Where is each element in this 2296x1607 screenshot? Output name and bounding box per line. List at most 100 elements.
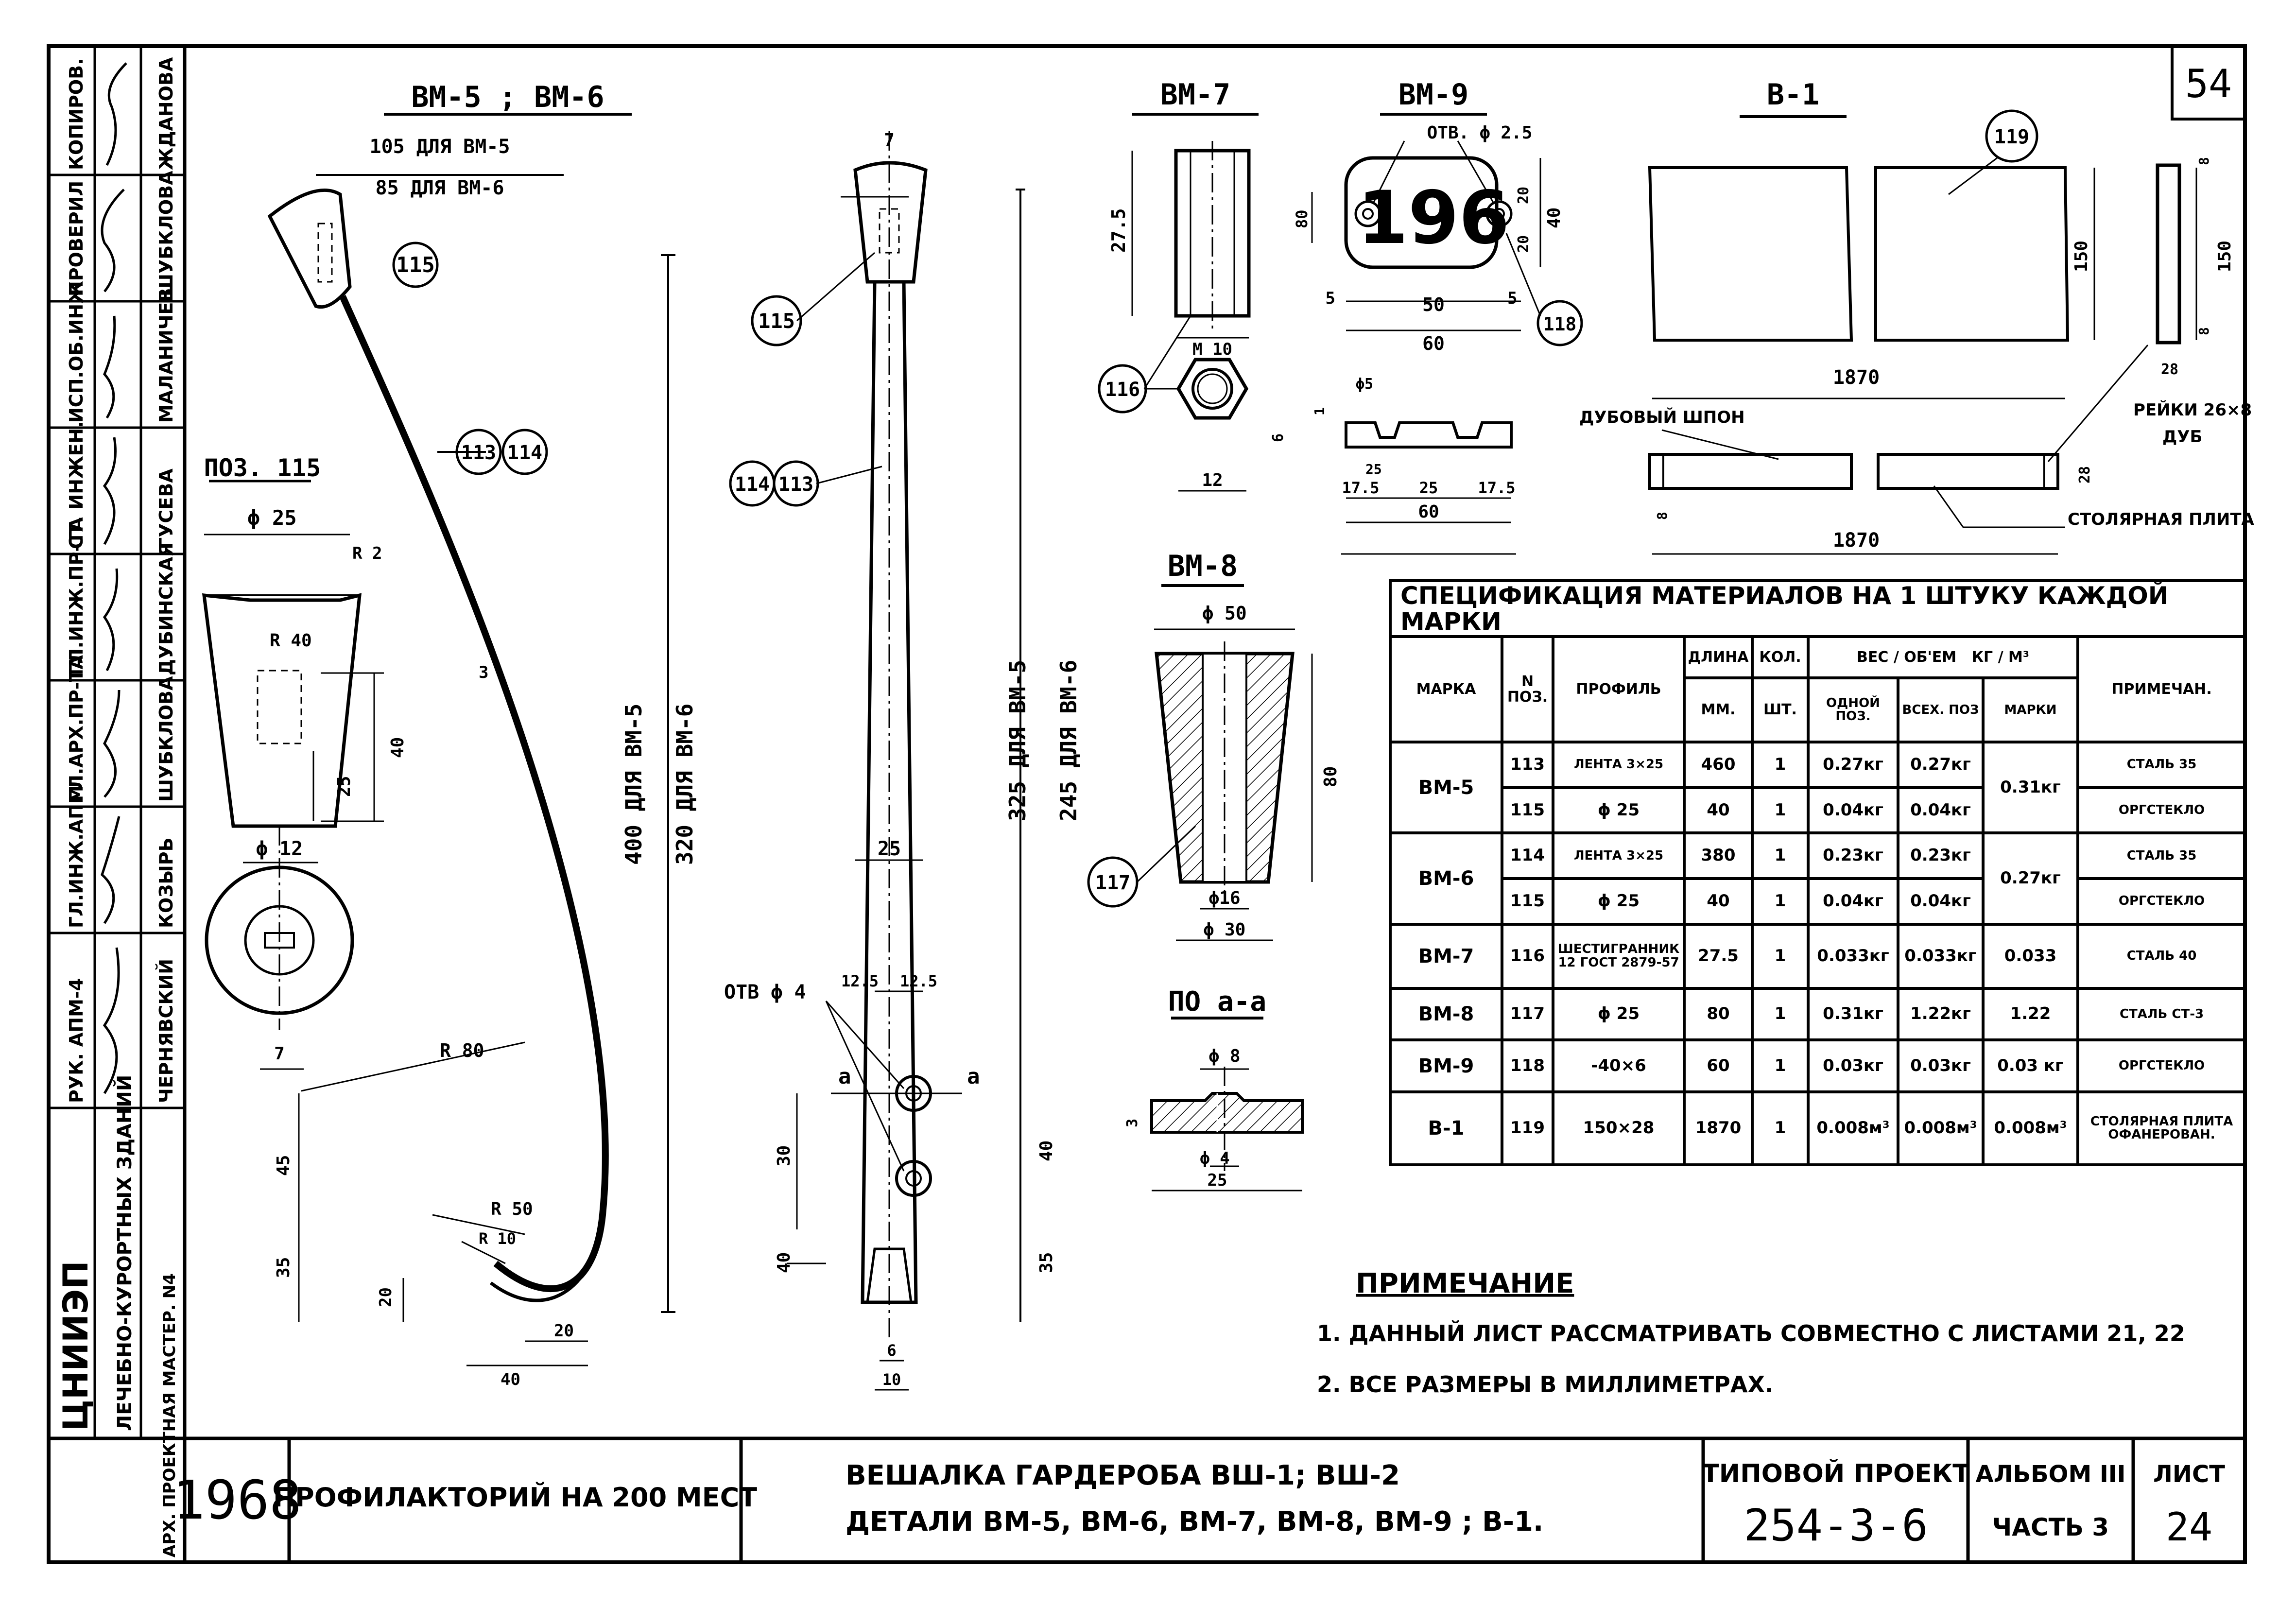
vm9-title: ВМ-9 xyxy=(1398,78,1469,112)
spec-pos: 118 xyxy=(1501,1038,1554,1093)
drawing-title-1: ВЕШАЛКА ГАРДЕРОБА ВШ-1; ВШ-2 xyxy=(846,1460,1400,1491)
front-dim-6: 6 xyxy=(887,1341,896,1360)
b1-oak-veneer: ДУБОВЫЙ ШПОН xyxy=(1579,407,1745,427)
spec-pos: 113 xyxy=(1501,741,1554,789)
vm56-dim-phi25: ϕ 25 xyxy=(247,506,296,530)
spec-note: ОРГСТЕКЛО xyxy=(2076,1038,2247,1093)
b1-dim-28b: 28 xyxy=(2076,466,2093,484)
vm9-labels: ВМ-9 ОТВ. ϕ 2.5 196 20 40 20 80 5 50 5 6… xyxy=(1270,78,1576,522)
front-hole-label: ОТВ ϕ 4 xyxy=(724,981,806,1003)
sig-role-4: СТ. ИНЖЕН. xyxy=(66,421,87,549)
spec-all: 0.04кг xyxy=(1897,786,1985,835)
vm7-dim-275: 27.5 xyxy=(1108,208,1129,253)
spec-one: 0.04кг xyxy=(1807,877,1899,926)
b1-labels: В-1 119 150 1870 150 8 8 28 ДУБОВЫЙ ШПОН… xyxy=(1579,78,2255,552)
sig-role-6: ГЛ.АРХ.ПР-ТА xyxy=(66,655,87,802)
spec-one: 0.27кг xyxy=(1807,741,1899,789)
spec-all: 0.033кг xyxy=(1897,922,1985,990)
vm9-number: 196 xyxy=(1357,176,1509,260)
sig-name-2: ШУБКЛОВА xyxy=(155,171,177,296)
sig-role-8: РУК. АПМ-4 xyxy=(66,978,87,1103)
vm9-dim-5b: 5 xyxy=(1507,289,1517,308)
vm56-dim-r10: R 10 xyxy=(479,1229,516,1248)
aa-dim-3: 3 xyxy=(1124,1119,1141,1127)
vm56-dim-20b: 20 xyxy=(554,1321,574,1341)
spec-note: ОРГСТЕКЛО xyxy=(2076,877,2247,926)
table-row: ВМ-9 118 -40×6 60 1 0.03кг 0.03кг 0.03 к… xyxy=(1389,1038,2247,1093)
spec-title: СПЕЦИФИКАЦИЯ МАТЕРИАЛОВ НА 1 ШТУКУ КАЖДО… xyxy=(1388,579,2247,638)
front-section-mark-left: а xyxy=(838,1064,851,1089)
spec-length: 40 xyxy=(1683,877,1754,926)
front-callout-115: 115 xyxy=(758,309,795,333)
spec-h-mark: МАРКА xyxy=(1389,635,1503,744)
spec-one: 0.23кг xyxy=(1807,831,1899,881)
vm9-sec-60: 60 xyxy=(1418,502,1439,522)
spec-mark: ВМ-6 xyxy=(1389,831,1503,926)
spec-pos: 117 xyxy=(1501,986,1554,1042)
vm9-drawing xyxy=(1311,113,1583,555)
spec-h-weight-label: ВЕС / ОБ'ЕМ xyxy=(1857,648,1957,666)
spec-profile: ШЕСТИГРАННИК 12 ГОСТ 2879-57 xyxy=(1552,922,1686,990)
spec-pos: 115 xyxy=(1501,877,1554,926)
spec-h-weight-unit: КГ / М³ xyxy=(1971,648,2029,666)
vm56-dim-phi12: ϕ 12 xyxy=(256,838,303,860)
front-dim-125b: 12.5 xyxy=(900,972,937,990)
b1-drawing xyxy=(1648,109,2197,555)
spec-note: СТАЛЬ 35 xyxy=(2076,741,2247,789)
section-aa-labels: ПО а-а ϕ 8 3 ϕ 4 25 xyxy=(1124,986,1266,1190)
vm9-sec-6: 6 xyxy=(1270,433,1287,442)
vm56-title: ВМ-5 ; ВМ-6 xyxy=(411,80,604,114)
sheet-label: ЛИСТ xyxy=(2153,1461,2225,1488)
spec-h-weight: ВЕС / ОБ'ЕМ КГ / М³ xyxy=(1807,635,2079,679)
spec-profile: ЛЕНТА 3×25 xyxy=(1552,741,1686,789)
spec-mark: ВМ-8 xyxy=(1389,986,1503,1042)
vm8-labels: ВМ-8 ϕ 50 80 ϕ16 ϕ 30 117 xyxy=(1095,549,1341,940)
table-row: ВМ-6 114 ЛЕНТА 3×25 380 1 0.23кг 0.23кг … xyxy=(1389,831,2247,926)
spec-one: 0.03кг xyxy=(1807,1038,1899,1093)
spec-profile: 150×28 xyxy=(1552,1090,1686,1166)
spec-one: 0.008м³ xyxy=(1807,1090,1899,1166)
front-section-mark-right: а xyxy=(967,1064,980,1089)
aa-dim-25: 25 xyxy=(1208,1171,1227,1190)
sig-role-5: ГЛ.ИНЖ.ПР-ТА xyxy=(66,517,87,675)
vm56-dim-320: 320 ДЛЯ ВМ-6 xyxy=(672,704,698,865)
spec-qty: 1 xyxy=(1751,741,1810,789)
vm9-sec-phi5: ϕ5 xyxy=(1356,376,1373,393)
vm9-hole-label: ОТВ. ϕ 2.5 xyxy=(1427,123,1533,143)
vm56-dim-20a: 20 xyxy=(376,1287,396,1307)
spec-pos: 114 xyxy=(1501,831,1554,881)
vm56-dim-r50: R 50 xyxy=(491,1199,533,1219)
typical-project-number: 254-3-6 xyxy=(1744,1500,1928,1551)
spec-profile: ϕ 25 xyxy=(1552,986,1686,1042)
vm56-dim-r2: R 2 xyxy=(352,544,382,563)
spec-mark: ВМ-5 xyxy=(1389,741,1503,835)
spec-one: 0.31кг xyxy=(1807,986,1899,1042)
spec-h-profile: ПРОФИЛЬ xyxy=(1552,635,1686,744)
vm8-dim-phi50: ϕ 50 xyxy=(1202,603,1247,624)
spec-one: 0.04кг xyxy=(1807,786,1899,835)
spec-length: 1870 xyxy=(1683,1090,1754,1166)
spec-permark: 0.03 кг xyxy=(1982,1038,2079,1093)
front-dim-40: 40 xyxy=(774,1252,794,1273)
vm56-dim-25: 25 xyxy=(334,776,354,797)
spec-h-qty-unit: ШТ. xyxy=(1751,676,1810,744)
vm9-dim-5a: 5 xyxy=(1326,289,1335,308)
spec-permark: 0.033 xyxy=(1982,922,2079,990)
vm9-dim-20a: 20 xyxy=(1515,187,1532,204)
vm56-callout-114: 114 xyxy=(507,442,542,464)
spec-length: 380 xyxy=(1683,831,1754,881)
sig-name-4: ГУСЕВА xyxy=(155,468,177,549)
vm7-title: ВМ-7 xyxy=(1160,78,1231,112)
vm8-dim-80: 80 xyxy=(1321,766,1341,787)
spec-note: СТОЛЯРНАЯ ПЛИТА ОФАНЕРОВАН. xyxy=(2076,1090,2247,1166)
spec-all: 0.27кг xyxy=(1897,741,1985,789)
spec-permark: 1.22 xyxy=(1982,986,2079,1042)
vm56-dim-r40: R 40 xyxy=(270,631,312,651)
vm9-sec-25b: 25 xyxy=(1419,479,1438,497)
vm56-dim-7: 7 xyxy=(274,1044,285,1064)
spec-length: 40 xyxy=(1683,786,1754,835)
spec-qty: 1 xyxy=(1751,922,1810,990)
front-dim-125a: 12.5 xyxy=(841,972,879,990)
b1-title: В-1 xyxy=(1767,78,1819,112)
